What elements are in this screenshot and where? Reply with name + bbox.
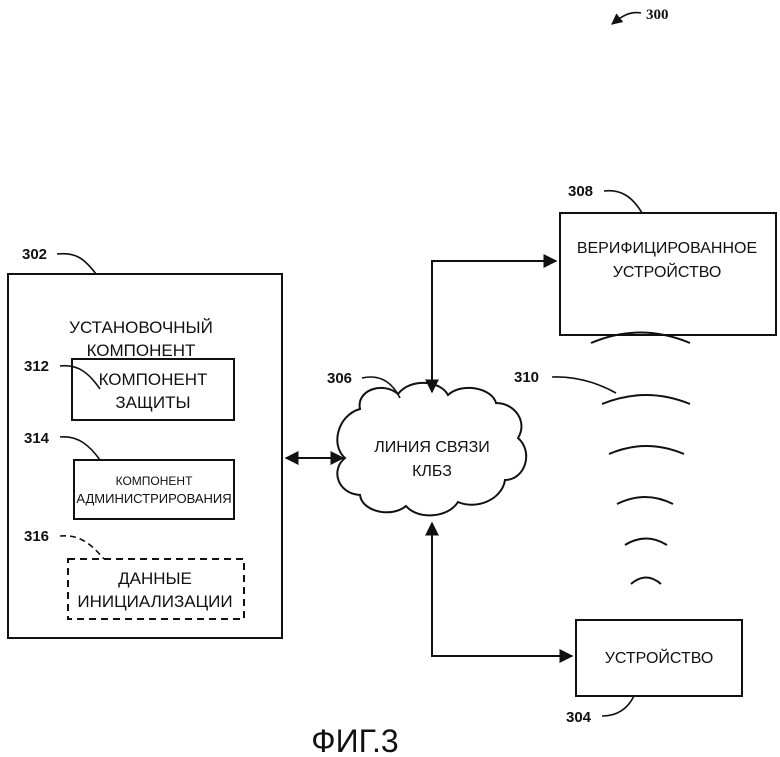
init-data-component: 316 ДАННЫЕ ИНИЦИАЛИЗАЦИИ: [24, 528, 245, 620]
figure-reference-300: 300: [611, 7, 669, 25]
init-data-leader: [59, 535, 105, 560]
installer-title-line1: УСТАНОВОЧНЫЙ: [69, 318, 213, 337]
wireless-arc-1: [590, 331, 691, 344]
verified-device: 308 ВЕРИФИЦИРОВАННОЕ УСТРОЙСТВО: [559, 183, 777, 336]
admin-line1: КОМПОНЕНТ: [116, 474, 193, 488]
link-line1: ЛИНИЯ СВЯЗИ: [374, 439, 489, 456]
admin-ref: 314: [24, 430, 50, 447]
device-label: УСТРОЙСТВО: [605, 648, 714, 667]
init-data-line2: ИНИЦИАЛИЗАЦИИ: [77, 592, 232, 611]
wireless-arc-4: [616, 496, 674, 505]
link-line2: КЛБЗ: [412, 463, 452, 480]
wireless-arc-3: [608, 445, 685, 455]
link-cloud: 306 ЛИНИЯ СВЯЗИ КЛБЗ: [327, 370, 528, 517]
protection-line2: ЗАЩИТЫ: [115, 393, 190, 412]
protection-ref: 312: [24, 358, 49, 375]
connections: [284, 254, 574, 663]
protection-line1: КОМПОНЕНТ: [99, 370, 208, 389]
device-leader: [601, 695, 635, 717]
wireless-arc-6: [630, 576, 662, 585]
installer-title-line2: КОМПОНЕНТ: [87, 341, 196, 360]
device-link-arrow: [425, 521, 574, 663]
admin-leader: [59, 436, 101, 461]
wireless-ref: 310: [514, 369, 539, 386]
installer-box: [7, 273, 283, 639]
admin-component: 314 КОМПОНЕНТ АДМИНИСТРИРОВАНИЯ: [24, 430, 235, 520]
link-leader: [361, 376, 401, 399]
protection-box: [71, 358, 235, 421]
verified-device-ref: 308: [568, 183, 593, 200]
admin-box: [73, 459, 235, 520]
verified-device-leader: [603, 189, 643, 214]
admin-line2: АДМИНИСТРИРОВАНИЯ: [76, 491, 231, 506]
init-data-ref: 316: [24, 528, 49, 545]
init-data-line1: ДАННЫЕ: [118, 569, 192, 588]
wireless-leader: [551, 376, 617, 394]
device-ref: 304: [566, 709, 592, 726]
device: УСТРОЙСТВО 304: [566, 619, 743, 726]
link-ref: 306: [327, 370, 352, 387]
installer-ref: 302: [22, 246, 47, 263]
figure-ref-arrow: [611, 11, 642, 25]
verified-device-line1: ВЕРИФИЦИРОВАННОЕ: [577, 240, 757, 257]
device-box: [575, 619, 743, 697]
verified-device-line2: УСТРОЙСТВО: [613, 262, 722, 281]
wireless-arc-5: [624, 537, 668, 546]
protection-leader: [59, 364, 101, 390]
installer-leader: [56, 252, 97, 275]
protection-component: 312 КОМПОНЕНТ ЗАЩИТЫ: [24, 358, 235, 421]
init-data-box: [67, 558, 245, 620]
figure-caption: ФИГ.3: [311, 723, 398, 757]
wireless-arc-2: [601, 394, 691, 405]
figure-ref-label: 300: [646, 7, 669, 23]
wireless-signal: 310: [514, 331, 691, 585]
installer-component: 302 УСТАНОВОЧНЫЙ КОМПОНЕНТ 312 КОМПОНЕНТ…: [7, 246, 283, 639]
verified-link-arrow: [425, 254, 558, 394]
